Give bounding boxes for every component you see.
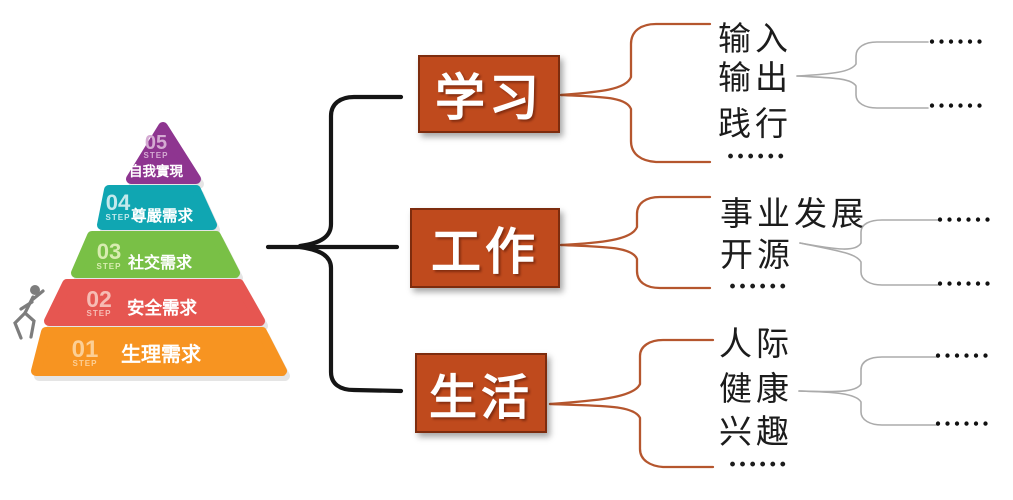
pyramid-level-3-text: 03 STEP 社交需求 <box>97 239 193 272</box>
main-brace-top <box>297 94 404 249</box>
svg-text:STEP: STEP <box>87 309 112 318</box>
branch-fork-learning <box>559 22 712 164</box>
child-item: 兴趣 <box>719 412 793 451</box>
leaf-item: ...... <box>936 264 994 292</box>
svg-text:尊嚴需求: 尊嚴需求 <box>131 206 194 225</box>
leaf-item: ...... <box>934 336 992 364</box>
child-item: 事业发展 <box>720 194 868 233</box>
child-item: 输入 <box>718 19 792 58</box>
pyramid-level-3-shape <box>71 231 240 278</box>
svg-text:安全需求: 安全需求 <box>127 298 197 319</box>
pyramid-level-4-text: 04 STEP 尊嚴需求 <box>106 190 194 225</box>
child-item-ellipsis: ...... <box>726 135 787 165</box>
main-brace-bottom <box>297 244 404 394</box>
pyramid-level-5-shape <box>126 122 201 184</box>
main-brace <box>265 94 404 394</box>
climber-icon <box>13 285 45 340</box>
leaf-item: ...... <box>928 86 986 114</box>
child-item: 输出 <box>718 58 792 97</box>
child-item: 人际 <box>719 324 793 363</box>
branch-node-work: 工作 <box>410 208 560 288</box>
leaf-fork-learning <box>796 41 929 109</box>
pyramid-level-4-shape <box>97 185 217 230</box>
pyramid-level-5-text: 05 STEP 自我實現 <box>129 132 183 180</box>
svg-text:社交需求: 社交需求 <box>127 253 193 272</box>
child-item-ellipsis: ...... <box>728 443 789 473</box>
svg-text:05: 05 <box>145 132 167 154</box>
leaf-item: ...... <box>934 404 992 432</box>
child-item: 健康 <box>719 369 793 408</box>
branch-node-life: 生活 <box>415 353 547 433</box>
svg-text:01: 01 <box>72 336 99 363</box>
pyramid-level-1-text: 01 STEP 生理需求 <box>72 336 202 368</box>
leaf-fork-life <box>798 356 939 426</box>
pyramid-level-1-shape <box>31 327 287 376</box>
svg-text:02: 02 <box>86 286 112 312</box>
leaf-item: ...... <box>928 22 986 50</box>
svg-text:STEP: STEP <box>144 151 169 160</box>
child-item: 践行 <box>718 104 792 143</box>
svg-text:STEP: STEP <box>106 213 131 222</box>
svg-text:04: 04 <box>106 190 131 215</box>
branch-fork-life <box>548 338 715 469</box>
svg-text:03: 03 <box>97 239 121 264</box>
child-item-ellipsis: ...... <box>728 265 789 295</box>
pyramid-level-2-text: 02 STEP 安全需求 <box>86 286 197 319</box>
svg-text:STEP: STEP <box>97 262 122 271</box>
leaf-fork-work <box>799 219 939 286</box>
leaf-item: ...... <box>936 200 994 228</box>
branch-node-learning: 学习 <box>418 55 560 133</box>
svg-text:生理需求: 生理需求 <box>121 342 202 366</box>
svg-text:自我實現: 自我實現 <box>129 163 183 180</box>
svg-text:STEP: STEP <box>73 359 98 368</box>
branch-fork-work <box>559 195 712 290</box>
pyramid-level-2-shape <box>44 279 265 326</box>
child-item: 开源 <box>720 235 794 274</box>
